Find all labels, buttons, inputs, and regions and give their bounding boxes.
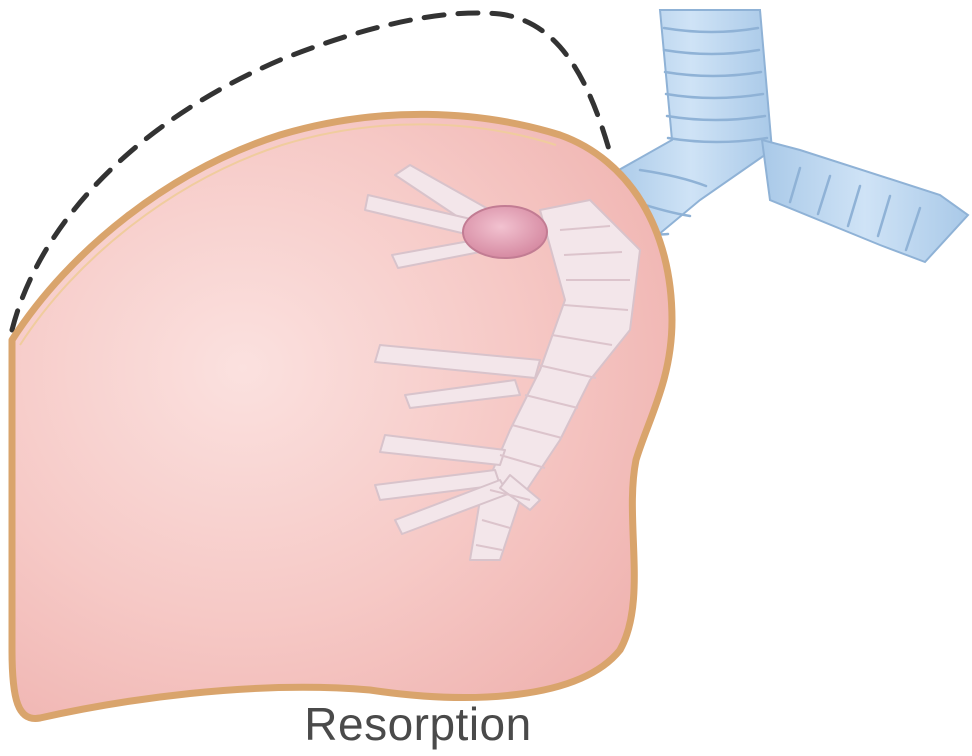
trachea [610,10,968,262]
obstructing-mass [463,206,547,258]
figure-caption: Resorption [228,698,608,750]
